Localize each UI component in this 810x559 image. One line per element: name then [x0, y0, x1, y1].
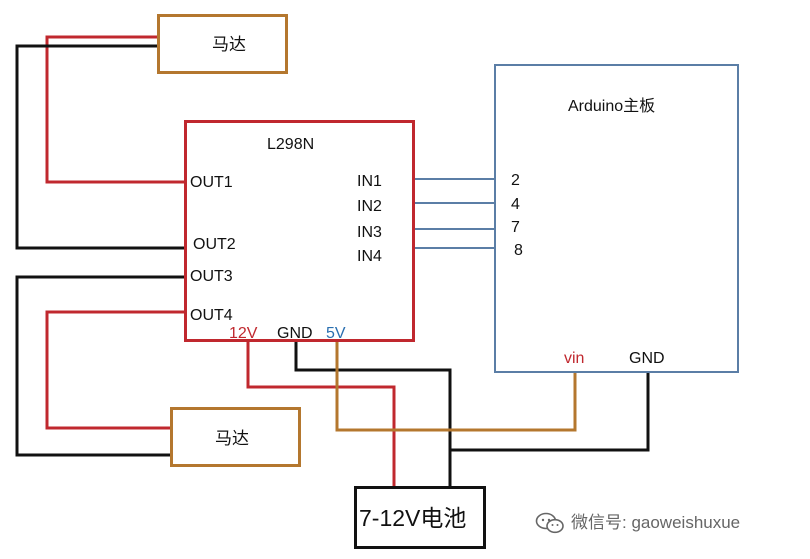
- arduino-pin-4: 4: [511, 196, 520, 213]
- pin-out2: OUT2: [193, 236, 236, 253]
- pin-in1: IN1: [357, 173, 382, 190]
- pin-gnd: GND: [277, 325, 313, 342]
- watermark: 微信号: gaoweishuxue: [535, 509, 800, 537]
- arduino-vin: vin: [564, 350, 585, 367]
- wechat-icon: [535, 512, 564, 534]
- battery: 7-12V电池: [354, 486, 486, 549]
- battery-label: 7-12V电池: [359, 505, 467, 531]
- arduino-board: Arduino主板 2 4 7 8 vin GND: [494, 64, 739, 373]
- arduino-title: Arduino主板: [568, 98, 656, 115]
- l298n-title: L298N: [267, 136, 315, 153]
- pin-5v: 5V: [326, 325, 346, 342]
- arduino-pin-7: 7: [511, 219, 520, 236]
- arduino-gnd: GND: [629, 350, 665, 367]
- watermark-text: 微信号: gaoweishuxue: [571, 513, 741, 532]
- arduino-pin-8: 8: [514, 242, 523, 259]
- pin-in4: IN4: [357, 248, 382, 265]
- wire-out4-red: [45, 310, 190, 430]
- pin-in2: IN2: [357, 198, 382, 215]
- motor-top-label: 马达: [212, 35, 246, 54]
- motor-bottom: 马达: [170, 407, 301, 467]
- motor-bottom-label: 马达: [215, 429, 249, 448]
- wire-out3-black: [15, 275, 190, 457]
- wire-12v-red: [246, 340, 396, 488]
- wire-out2-black: [15, 44, 190, 250]
- l298n-board: L298N OUT1 OUT2 OUT3 OUT4 IN1 IN2 IN3 IN…: [184, 120, 415, 342]
- pin-12v: 12V: [229, 325, 258, 342]
- motor-top: 马达: [157, 14, 288, 74]
- pin-in3: IN3: [357, 224, 382, 241]
- pin-out3: OUT3: [190, 268, 233, 285]
- wire-gnd-l298-black: [294, 340, 452, 488]
- pin-out4: OUT4: [190, 307, 233, 324]
- arduino-pin-2: 2: [511, 172, 520, 189]
- wire-gnd-arduino-black: [450, 373, 650, 452]
- wire-5v-orange: [335, 340, 577, 432]
- wire-out1-red: [45, 35, 190, 184]
- pin-out1: OUT1: [190, 174, 233, 191]
